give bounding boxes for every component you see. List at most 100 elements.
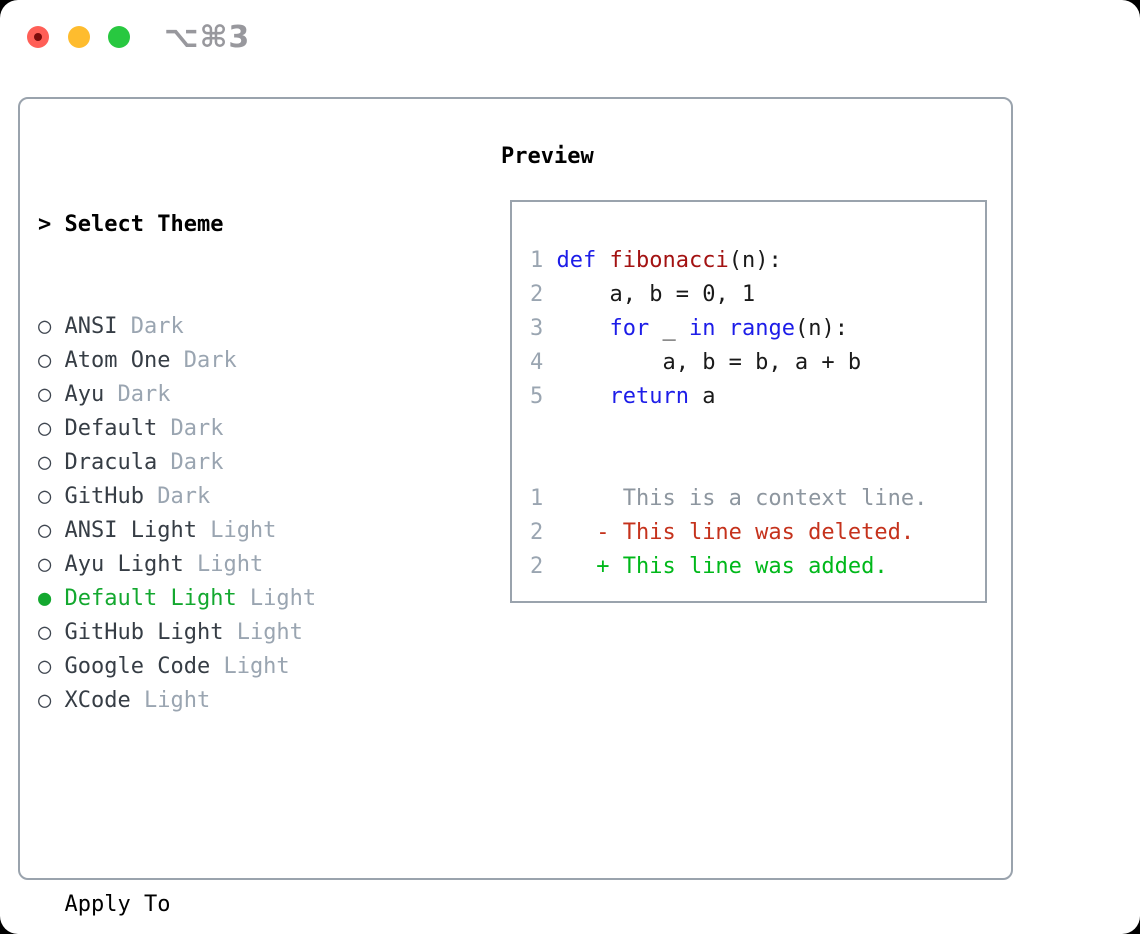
code-line: 3 for _ in range(n): (530, 312, 977, 346)
unselected-radio-icon: ○ (38, 314, 65, 339)
option-variant-label: Dark (157, 450, 224, 475)
code-line: 5 return a (530, 380, 977, 414)
preview-title: Preview (501, 144, 594, 169)
option-label: Dracula (64, 450, 158, 475)
code-segment (596, 248, 609, 273)
code-segment: + This line was added. (543, 554, 888, 579)
select-theme-header: > Select Theme (38, 208, 409, 242)
theme-list: ○ ANSI Dark○ Atom One Dark○ Ayu Dark○ De… (38, 310, 409, 718)
option-variant-label: Light (223, 620, 303, 645)
theme-option[interactable]: ○ GitHub Light Light (38, 616, 409, 650)
code-segment: This is a context line. (543, 486, 928, 511)
line-number: 2 (530, 554, 544, 579)
option-label: ANSI Light (64, 518, 197, 543)
unselected-radio-icon: ○ (38, 348, 65, 373)
code-segment: _ (649, 316, 689, 341)
select-theme-title: Select Theme (64, 212, 224, 237)
theme-option[interactable]: ○ Ayu Dark (38, 378, 409, 412)
code-segment: for (609, 316, 650, 341)
unselected-radio-icon: ○ (38, 654, 65, 679)
line-number: 1 (530, 248, 544, 273)
unselected-radio-icon: ○ (38, 620, 65, 645)
option-variant-label: Light (183, 552, 264, 577)
code-segment: return (609, 384, 689, 409)
minimize-button[interactable] (68, 26, 90, 48)
code-segment (543, 248, 556, 273)
code-line (530, 448, 977, 482)
option-variant-label: Light (196, 518, 277, 543)
option-label: Ayu (64, 382, 105, 407)
option-variant-label: Dark (170, 348, 237, 373)
code-line: 1 def fibonacci(n): (530, 244, 977, 278)
option-label: Atom One (64, 348, 171, 373)
code-segment: a (688, 384, 716, 409)
option-label: Ayu Light (64, 552, 184, 577)
line-number: 4 (530, 350, 544, 375)
line-number: 3 (530, 316, 544, 341)
option-variant-label: Dark (143, 484, 211, 509)
unselected-radio-icon: ○ (38, 382, 65, 407)
unselected-radio-icon: ○ (38, 484, 65, 509)
theme-option[interactable]: ● Default Light Light (38, 582, 409, 616)
option-label: Default (64, 416, 158, 441)
option-label: GitHub (64, 484, 144, 509)
theme-option[interactable]: ○ ANSI Dark (38, 310, 409, 344)
code-segment (715, 316, 728, 341)
theme-option[interactable]: ○ Default Dark (38, 412, 409, 446)
apply-to-header: Apply To (38, 888, 409, 922)
code-line: 4 a, b = b, a + b (530, 346, 977, 380)
option-label: GitHub Light (64, 620, 224, 645)
option-variant-label: Light (130, 688, 211, 713)
option-variant-label: Dark (117, 314, 184, 339)
option-variant-label: Light (236, 586, 317, 611)
option-variant-label: Dark (104, 382, 171, 407)
unselected-radio-icon: ○ (38, 450, 65, 475)
theme-option[interactable]: ○ GitHub Dark (38, 480, 409, 514)
line-number: 1 (530, 486, 544, 511)
focus-prompt-icon: > (38, 212, 52, 237)
line-number: 5 (530, 384, 544, 409)
code-line (530, 414, 977, 448)
code-line: 2 - This line was deleted. (530, 516, 977, 550)
theme-selector: > Select Theme ○ ANSI Dark○ Atom One Dar… (38, 140, 409, 934)
unselected-radio-icon: ○ (38, 688, 65, 713)
window-title-shortcut: ⌥⌘3 (164, 20, 251, 55)
apply-to-title: Apply To (64, 892, 171, 917)
spacer (38, 786, 409, 820)
selected-radio-icon: ● (38, 586, 65, 611)
code-segment: def (556, 248, 597, 273)
code-segment (543, 384, 609, 409)
close-button[interactable] (27, 26, 49, 48)
code-line: 2 a, b = 0, 1 (530, 278, 977, 312)
zoom-button[interactable] (108, 26, 130, 48)
code-segment: in (688, 316, 716, 341)
code-line: 1 This is a context line. (530, 482, 977, 516)
code-segment: a, b = b, a + b (543, 350, 862, 375)
option-label: Default Light (64, 586, 237, 611)
code-line: 2 + This line was added. (530, 550, 977, 584)
theme-option[interactable]: ○ Ayu Light Light (38, 548, 409, 582)
option-label: XCode (64, 688, 131, 713)
theme-option[interactable]: ○ ANSI Light Light (38, 514, 409, 548)
line-number: 2 (530, 282, 544, 307)
theme-option[interactable]: ○ Atom One Dark (38, 344, 409, 378)
code-segment (543, 316, 609, 341)
option-variant-label: Dark (157, 416, 224, 441)
unselected-radio-icon: ○ (38, 416, 65, 441)
option-label: ANSI (64, 314, 118, 339)
theme-option[interactable]: ○ XCode Light (38, 684, 409, 718)
option-variant-label: Light (210, 654, 290, 679)
option-label: Google Code (64, 654, 211, 679)
unselected-radio-icon: ○ (38, 518, 65, 543)
code-segment: (n): (794, 316, 848, 341)
code-segment: range (728, 316, 795, 341)
code-segment: - This line was deleted. (543, 520, 915, 545)
code-segment: (n): (728, 248, 782, 273)
theme-option[interactable]: ○ Dracula Dark (38, 446, 409, 480)
line-number: 2 (530, 520, 544, 545)
code-segment: a, b = 0, 1 (543, 282, 756, 307)
unselected-radio-icon: ○ (38, 552, 65, 577)
theme-option[interactable]: ○ Google Code Light (38, 650, 409, 684)
